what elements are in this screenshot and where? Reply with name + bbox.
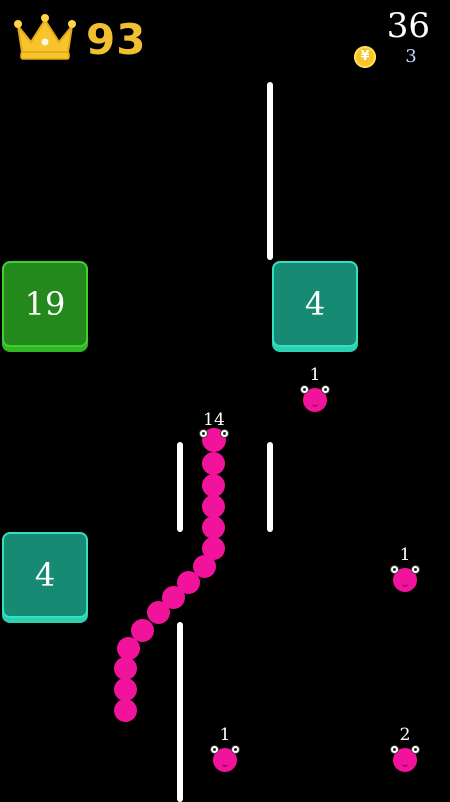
number-block: 19: [2, 261, 88, 347]
snake-segment: [130, 618, 154, 642]
ball-pickup: 1: [295, 366, 335, 414]
best-score: 93: [86, 15, 147, 64]
current-score: 36: [386, 6, 430, 46]
block-value: 4: [304, 285, 326, 323]
mouth-icon: [402, 762, 408, 767]
wall: [177, 442, 183, 532]
wall: [267, 82, 273, 260]
eye-icon: [390, 565, 399, 574]
snake-segment: [113, 698, 137, 722]
eye-icon: [411, 745, 420, 754]
snake-segment: [201, 536, 225, 560]
snake-segment: [113, 656, 137, 680]
snake-segment: [201, 451, 225, 475]
pickup-value: 2: [399, 725, 411, 745]
mouth-icon: [222, 762, 228, 767]
pickup-value: 1: [399, 545, 411, 565]
snake-length: 14: [203, 410, 225, 430]
eye-icon: [390, 745, 399, 754]
snake-segment: [176, 570, 200, 594]
snake-head: [199, 428, 229, 452]
snake-segment: [113, 677, 137, 701]
ball-pickup: 1: [385, 546, 425, 594]
snake-segment: [192, 554, 216, 578]
snake-segment: [116, 636, 140, 660]
eye-icon: [411, 565, 420, 574]
mouth-icon: [402, 582, 408, 587]
pickup-value: 1: [309, 365, 321, 385]
eye-icon: [321, 385, 330, 394]
coin-icon: ¥: [354, 46, 376, 68]
number-block: 4: [272, 261, 358, 347]
snake-segment: [201, 473, 225, 497]
mouth-icon: [312, 402, 318, 407]
pickup-value: 1: [219, 725, 231, 745]
snake-segment: [161, 585, 185, 609]
wall: [267, 442, 273, 532]
crown-icon: [14, 14, 76, 60]
eye-icon: [231, 745, 240, 754]
eye-icon: [210, 745, 219, 754]
ball-pickup: 1: [205, 726, 245, 774]
snake-segment: [201, 515, 225, 539]
snake-segment: [201, 494, 225, 518]
snake-segment: [146, 600, 170, 624]
eye-icon: [199, 429, 208, 438]
eye-icon: [300, 385, 309, 394]
block-value: 4: [34, 556, 56, 594]
coin-symbol: ¥: [360, 49, 370, 64]
number-block: 4: [2, 532, 88, 618]
block-value: 19: [24, 285, 66, 323]
coin-count: 3: [405, 46, 417, 67]
wall: [177, 622, 183, 802]
eye-icon: [220, 429, 229, 438]
ball-pickup: 2: [385, 726, 425, 774]
